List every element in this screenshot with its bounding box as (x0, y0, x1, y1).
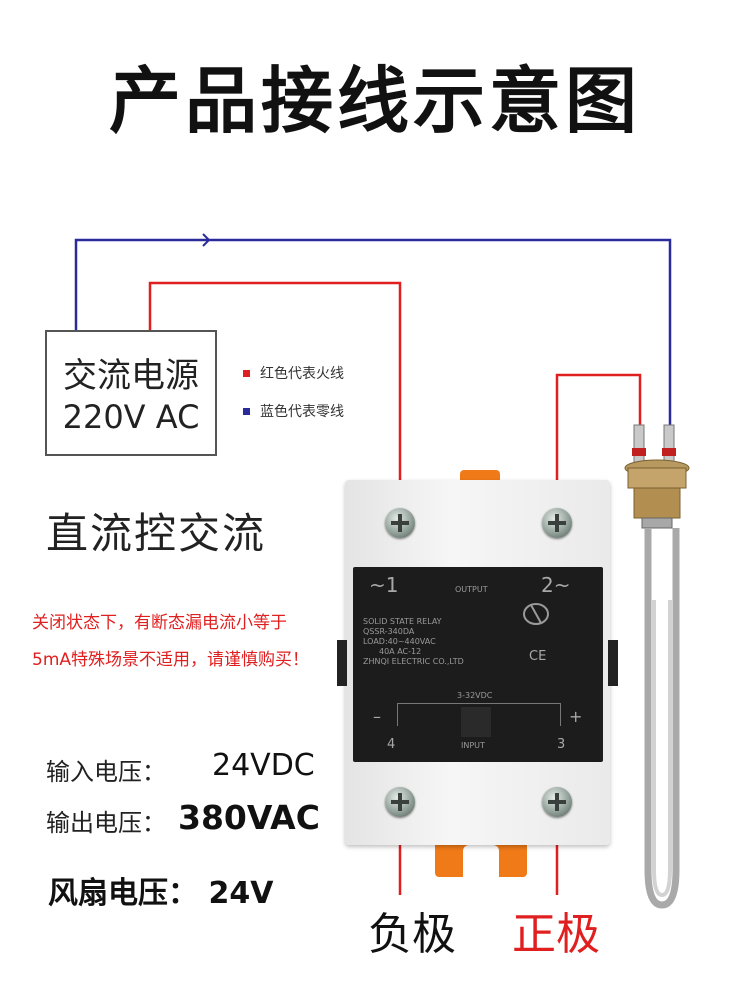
warning-line-1: 关闭状态下，有断态漏电流小等于 (32, 613, 287, 633)
positive-terminal-label: 正极 (512, 909, 600, 960)
relay-control-range: 3-32VDC (457, 691, 493, 700)
relay-terminal-1: ~1 (369, 573, 399, 597)
relay-side-tab-right (608, 640, 618, 686)
load-live-wire (555, 373, 642, 520)
relay-plus: + (569, 707, 583, 726)
terminal-screw-2 (542, 508, 572, 538)
terminal-screw-3 (542, 787, 572, 817)
neutral-legend-text: 蓝色代表零线 (260, 404, 344, 420)
relay-terminal-4: 4 (387, 737, 396, 752)
din-clip-notch (463, 845, 499, 877)
relay-indicator-window (461, 707, 491, 737)
relay-load: LOAD:40~440VAC (363, 637, 436, 646)
live-wire (148, 281, 402, 520)
relay-terminal-2: 2~ (541, 573, 571, 597)
relay-type: SOLID STATE RELAY (363, 617, 442, 626)
relay-label-panel: ~1 OUTPUT 2~ SOLID STATE RELAY QSSR-340D… (353, 567, 603, 762)
output-voltage-value: 380VAC (178, 798, 320, 837)
negative-terminal-label: 负极 (368, 909, 456, 960)
output-voltage-label: 输出电压： (46, 809, 166, 837)
power-source-name: 交流电源 (63, 356, 199, 396)
terminal-screw-4 (385, 787, 415, 817)
live-legend-text: 红色代表火线 (260, 366, 344, 382)
neutral-legend-swatch (243, 408, 250, 415)
relay-model: QSSR-340DA (363, 627, 415, 636)
section-heading: 直流控交流 (46, 509, 267, 558)
warning-line-2: 5mA特殊场景不适用，请谨慎购买！ (32, 650, 310, 670)
ce-mark: CE (529, 649, 547, 664)
power-source-box: 交流电源 220V AC (45, 330, 217, 456)
page-title: 产品接线示意图 (108, 59, 641, 143)
power-source-voltage: 220V AC (62, 398, 200, 436)
terminal-screw-1 (385, 508, 415, 538)
input-voltage-label: 输入电压： (46, 758, 166, 786)
relay-output-label: OUTPUT (455, 585, 488, 594)
relay-input-bracket (397, 703, 561, 726)
live-legend-swatch (243, 370, 250, 377)
neutral-arrow-icon (202, 233, 211, 247)
relay-input-label: INPUT (461, 741, 485, 750)
relay-terminal-3: 3 (557, 737, 566, 752)
heating-element (624, 424, 690, 909)
relay-maker: ZHNQI ELECTRIC CO.,LTD (363, 657, 464, 666)
relay-brand-logo-icon (523, 603, 549, 625)
input-voltage-value: 24VDC (212, 748, 315, 783)
relay-minus: – (373, 707, 381, 726)
neutral-wire (74, 238, 672, 470)
relay-side-tab-left (337, 640, 347, 686)
relay-rating: 40A AC-12 (379, 647, 422, 656)
fan-voltage: 风扇电压： 24V (48, 876, 274, 911)
